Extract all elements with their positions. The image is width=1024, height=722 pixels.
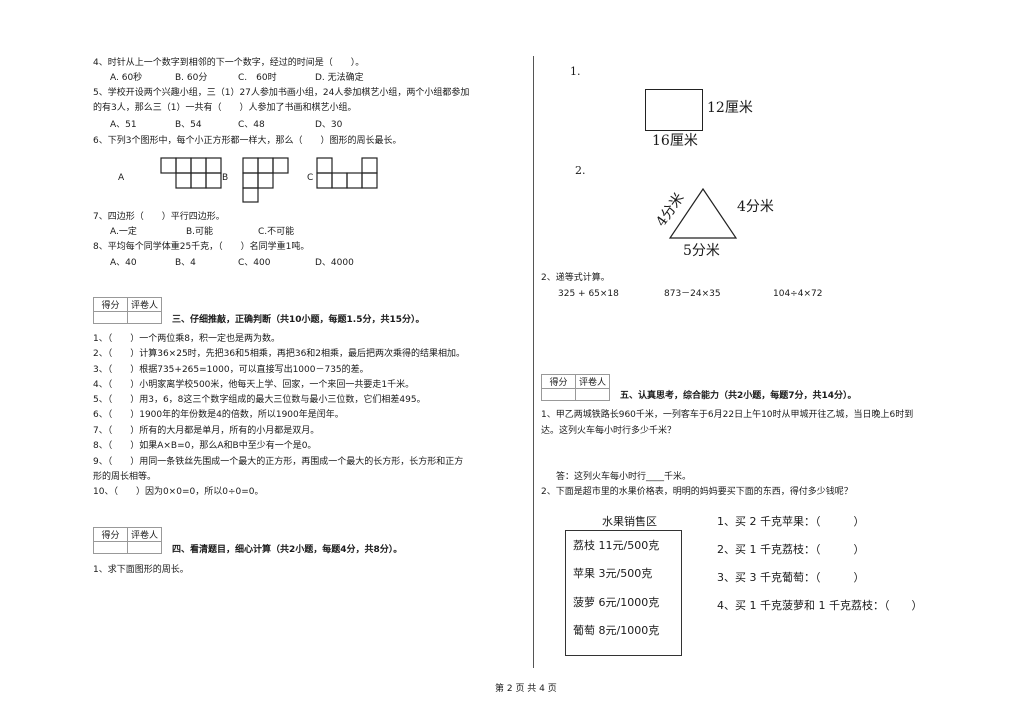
q7-option-b: B.可能	[186, 227, 214, 237]
q6-stem: 6、下列3个图形中，每个小正方形都一样大，那么（ ）图形的周长最长。	[93, 136, 402, 146]
sec3-title: 三、仔细推敲，正确判断（共10小题，每题1.5分，共15分）。	[172, 315, 425, 325]
q4-option-d: D. 无法确定	[315, 73, 364, 83]
sec3-item-1: 1、（ ）一个两位乘8，积一定也是两为数。	[93, 334, 280, 344]
sec3-item-3: 3、（ ）根据735+265=1000，可以直接写出1000－735的差。	[93, 365, 369, 375]
grader-cell[interactable]	[127, 541, 162, 554]
sec3-item-10: 10、（ ）因为0×0=0，所以0÷0=0。	[93, 487, 264, 497]
q6-label-a: A	[118, 173, 125, 183]
calc-expr-3: 104÷4×72	[773, 289, 823, 299]
sec5-q1-line1: 1、甲乙两城铁路长960千米，一列客车于6月22日上午10时从甲城开往乙城，当日…	[541, 410, 914, 420]
fruit-item-4: 葡萄 8元/1000克	[573, 624, 660, 637]
q6-label-b: B	[222, 173, 229, 183]
q7-option-c: C.不可能	[258, 227, 295, 237]
fruit-item-2: 苹果 3元/500克	[573, 567, 653, 580]
calc-expr-2: 873－24×35	[664, 289, 721, 299]
calc-expr-1: 325 + 65×18	[558, 289, 619, 299]
sec4-q1: 1、求下面图形的周长。	[93, 565, 189, 575]
q7-stem: 7、四边形（ ）平行四边形。	[93, 212, 225, 222]
sec5-title: 五、认真思考，综合能力（共2小题，每题7分，共14分）。	[620, 391, 857, 401]
score-label: 得分	[93, 527, 128, 542]
q6-shape-b	[242, 157, 289, 203]
fruit-board-title: 水果销售区	[602, 515, 657, 528]
sec4-title: 四、看清题目，细心计算（共2小题，每题4分，共8分）。	[172, 545, 403, 555]
q8-option-d: D、4000	[315, 258, 354, 268]
q5-stem-line2: 的有3人，那么三（1）一共有（ ）人参加了书画和棋艺小组。	[93, 103, 357, 113]
sec3-score-box: 得分评卷人	[93, 297, 162, 324]
sec5-answer: 答：这列火车每小时行____千米。	[556, 472, 692, 482]
buy-q3: 3、买 3 千克葡萄：（ ）	[717, 571, 865, 584]
fig2-number: 2.	[575, 164, 586, 177]
fig2-bottom-label: 5分米	[683, 243, 720, 259]
score-label: 得分	[93, 297, 128, 312]
fig1-number: 1.	[570, 65, 581, 78]
calc-title: 2、递等式计算。	[541, 273, 610, 283]
grader-label: 评卷人	[127, 297, 162, 312]
sec3-item-4: 4、（ ）小明家离学校500米，他每天上学、回家，一个来回一共要走1千米。	[93, 380, 415, 390]
buy-q4: 4、买 1 千克菠萝和 1 千克荔枝：（ ）	[717, 599, 923, 612]
q8-option-c: C、400	[238, 258, 271, 268]
sec3-item-5: 5、（ ）用3，6，8这三个数字组成的最大三位数与最小三位数，它们相差495。	[93, 395, 426, 405]
q8-option-b: B、4	[175, 258, 196, 268]
fig1-bottom-label: 16厘米	[652, 133, 698, 149]
column-divider	[533, 56, 534, 668]
score-cell[interactable]	[93, 541, 128, 554]
q4-option-b: B. 60分	[175, 73, 208, 83]
q7-option-a: A.一定	[110, 227, 137, 237]
q4-option-c: C. 60时	[238, 73, 277, 83]
grader-label: 评卷人	[575, 374, 610, 389]
score-cell[interactable]	[541, 388, 576, 401]
sec5-q2: 2、下面是超市里的水果价格表，明明的妈妈要买下面的东西，得付多少钱呢？	[541, 487, 853, 497]
score-cell[interactable]	[93, 311, 128, 324]
fig1-side-label: 12厘米	[707, 100, 753, 116]
sec5-q1-line2: 达。这列火车每小时行多少千米？	[541, 426, 677, 436]
q8-option-a: A、40	[110, 258, 137, 268]
score-label: 得分	[541, 374, 576, 389]
q6-label-c: C	[307, 173, 314, 183]
fruit-item-3: 菠萝 6元/1000克	[573, 596, 660, 609]
sec3-item-7: 7、（ ）所有的大月都是单月，所有的小月都是双月。	[93, 426, 320, 436]
fruit-item-1: 荔枝 11元/500克	[573, 539, 660, 552]
buy-q1: 1、买 2 千克苹果：（ ）	[717, 515, 865, 528]
q4-stem: 4、时针从上一个数字到相邻的下一个数字，经过的时间是（ ）。	[93, 58, 365, 68]
q8-stem: 8、平均每个同学体重25千克，（ ）名同学重1吨。	[93, 242, 310, 252]
sec3-item-9-cont: 形的周长相等。	[93, 472, 157, 482]
fig2-right-label: 4分米	[737, 199, 774, 215]
q5-option-c: C、48	[238, 120, 265, 130]
q6-shape-a	[160, 157, 222, 189]
sec3-item-8: 8、（ ）如果A×B=0，那么A和B中至少有一个是0。	[93, 441, 317, 451]
q5-stem-line1: 5、学校开设两个兴趣小组，三（1）27人参加书画小组，24人参加棋艺小组，两个小…	[93, 88, 470, 98]
sec4-score-box: 得分评卷人	[93, 527, 162, 554]
grader-cell[interactable]	[575, 388, 610, 401]
sec5-score-box: 得分评卷人	[541, 374, 610, 401]
sec3-item-6: 6、（ ）1900年的年份数是4的倍数，所以1900年是闰年。	[93, 410, 344, 420]
q4-option-a: A. 60秒	[110, 73, 143, 83]
grader-label: 评卷人	[127, 527, 162, 542]
q6-shape-c	[316, 157, 378, 189]
q5-option-a: A、51	[110, 120, 137, 130]
fruit-price-board	[565, 530, 682, 656]
fig1-rectangle	[645, 89, 703, 131]
sec3-item-2: 2、（ ）计算36×25时，先把36和5相乘，再把36和2相乘，最后把两次乘得的…	[93, 349, 466, 359]
buy-q2: 2、买 1 千克荔枝：（ ）	[717, 543, 865, 556]
page-footer: 第 2 页 共 4 页	[495, 684, 557, 694]
grader-cell[interactable]	[127, 311, 162, 324]
sec3-item-9: 9、（ ）用同一条铁丝先围成一个最大的正方形，再围成一个最大的长方形，长方形和正…	[93, 457, 464, 467]
q5-option-b: B、54	[175, 120, 202, 130]
fig2-triangle	[668, 187, 738, 239]
q5-option-d: D、30	[315, 120, 343, 130]
